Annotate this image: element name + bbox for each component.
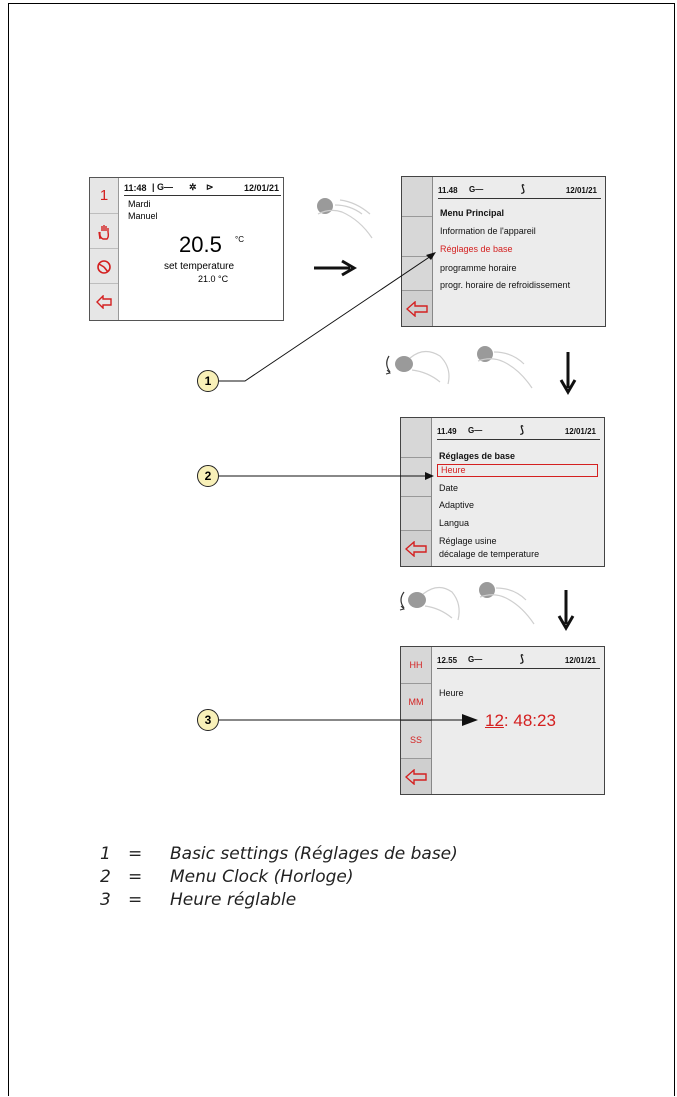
key-icon: G—: [469, 185, 484, 194]
status-time: 11.49: [437, 427, 457, 436]
fan-icon: ✲: [189, 182, 197, 192]
main-menu-sidebar: [402, 177, 433, 326]
legend: 1=Basic settings (Réglages de base) 2=Me…: [100, 844, 458, 913]
basic-settings-screen: 11.49 G— ⟆ 12/01/21 Réglages de base Heu…: [400, 417, 605, 567]
clock-value[interactable]: 12: 48:23: [485, 711, 556, 731]
weekday: Mardi: [128, 199, 151, 209]
selection-box: [437, 464, 598, 477]
hours-key[interactable]: HH: [401, 647, 431, 684]
legend-row: 2=Menu Clock (Horloge): [100, 867, 354, 887]
home-sidebar: 1: [90, 178, 119, 320]
status-time: 11.48: [438, 186, 458, 195]
menu-title: Menu Principal: [440, 208, 505, 218]
home-screen: 1 11:48 | G— ✲ ⊳ 12/01/21 Mardi Manuel 2…: [89, 177, 284, 321]
hand-icon[interactable]: [90, 213, 118, 249]
fan-icon: ⟆: [520, 425, 524, 436]
time-setting-screen: HH MM SS 12.55 G— ⟆ 12/01/21 Heure 12: 4…: [400, 646, 605, 795]
status-date: 12/01/21: [564, 427, 596, 436]
menu-item[interactable]: progr. horaire de refroidissement: [440, 280, 571, 290]
back-arrow-icon[interactable]: [401, 759, 431, 794]
set-temperature-value: 21.0 °C: [198, 274, 229, 284]
fan-icon: ⟆: [520, 654, 524, 665]
status-bar: 11.48 G— ⟆ 12/01/21: [438, 184, 601, 199]
page-frame: [8, 3, 675, 1096]
set-temperature-label: set temperature: [164, 261, 235, 272]
minutes-seconds-value[interactable]: : 48:23: [503, 711, 556, 730]
status-bar: 12.55 G— ⟆ 12/01/21: [437, 654, 600, 669]
side-key-2[interactable]: [402, 217, 432, 257]
minutes-key[interactable]: MM: [401, 684, 431, 721]
key-icon: G—: [468, 426, 483, 435]
status-time: 11:48: [124, 183, 147, 193]
time-sidebar: HH MM SS: [401, 647, 432, 794]
side-key-3[interactable]: [402, 257, 432, 291]
current-temperature: 20.5: [179, 232, 222, 257]
menu-item[interactable]: Information de l'appareil: [440, 226, 536, 236]
menu-item[interactable]: Langua: [439, 518, 470, 528]
menu-title: Réglages de base: [439, 451, 516, 461]
settings-sidebar: [401, 418, 432, 566]
side-key-1[interactable]: [401, 418, 431, 458]
key-icon: | G—: [152, 182, 174, 192]
side-key-1[interactable]: [402, 177, 432, 217]
menu-item[interactable]: décalage de temperature: [439, 549, 540, 559]
callout-3: 3: [197, 709, 219, 731]
fan-icon: ⟆: [521, 184, 525, 195]
callout-1: 1: [197, 370, 219, 392]
key-icon: G—: [468, 655, 483, 664]
back-arrow-icon[interactable]: [90, 283, 118, 319]
status-date: 12/01/21: [243, 183, 279, 193]
home-status-bar: 11:48 | G— ✲ ⊳ 12/01/21: [124, 182, 281, 196]
clock-program-icon[interactable]: [90, 248, 118, 284]
temperature-unit: °C: [235, 235, 244, 244]
back-arrow-icon[interactable]: [401, 531, 431, 566]
mode-label: Manuel: [128, 211, 158, 221]
status-time: 12.55: [437, 656, 458, 665]
program-one-icon[interactable]: 1: [99, 187, 109, 204]
menu-item-selected[interactable]: Heure: [441, 465, 466, 475]
hours-value[interactable]: 12: [485, 711, 504, 730]
callout-2: 2: [197, 465, 219, 487]
seconds-key[interactable]: SS: [401, 721, 431, 759]
menu-item[interactable]: Adaptive: [439, 500, 475, 510]
legend-row: 3=Heure réglable: [100, 890, 297, 910]
menu-item[interactable]: programme horaire: [440, 263, 517, 273]
menu-item[interactable]: Date: [439, 483, 459, 493]
status-date: 12/01/21: [565, 186, 597, 195]
status-date: 12/01/21: [564, 656, 596, 665]
back-arrow-icon[interactable]: [402, 291, 432, 326]
status-bar: 11.49 G— ⟆ 12/01/21: [437, 425, 600, 440]
menu-title: Heure: [439, 688, 464, 698]
side-key-2[interactable]: [401, 458, 431, 497]
menu-item[interactable]: Réglage usine: [439, 536, 497, 546]
legend-row: 1=Basic settings (Réglages de base): [100, 844, 458, 864]
side-key-3[interactable]: [401, 497, 431, 531]
main-menu-screen: 11.48 G— ⟆ 12/01/21 Menu Principal Infor…: [401, 176, 606, 327]
flame-icon: ⊳: [206, 182, 214, 192]
menu-item-selected[interactable]: Réglages de base: [440, 244, 513, 254]
